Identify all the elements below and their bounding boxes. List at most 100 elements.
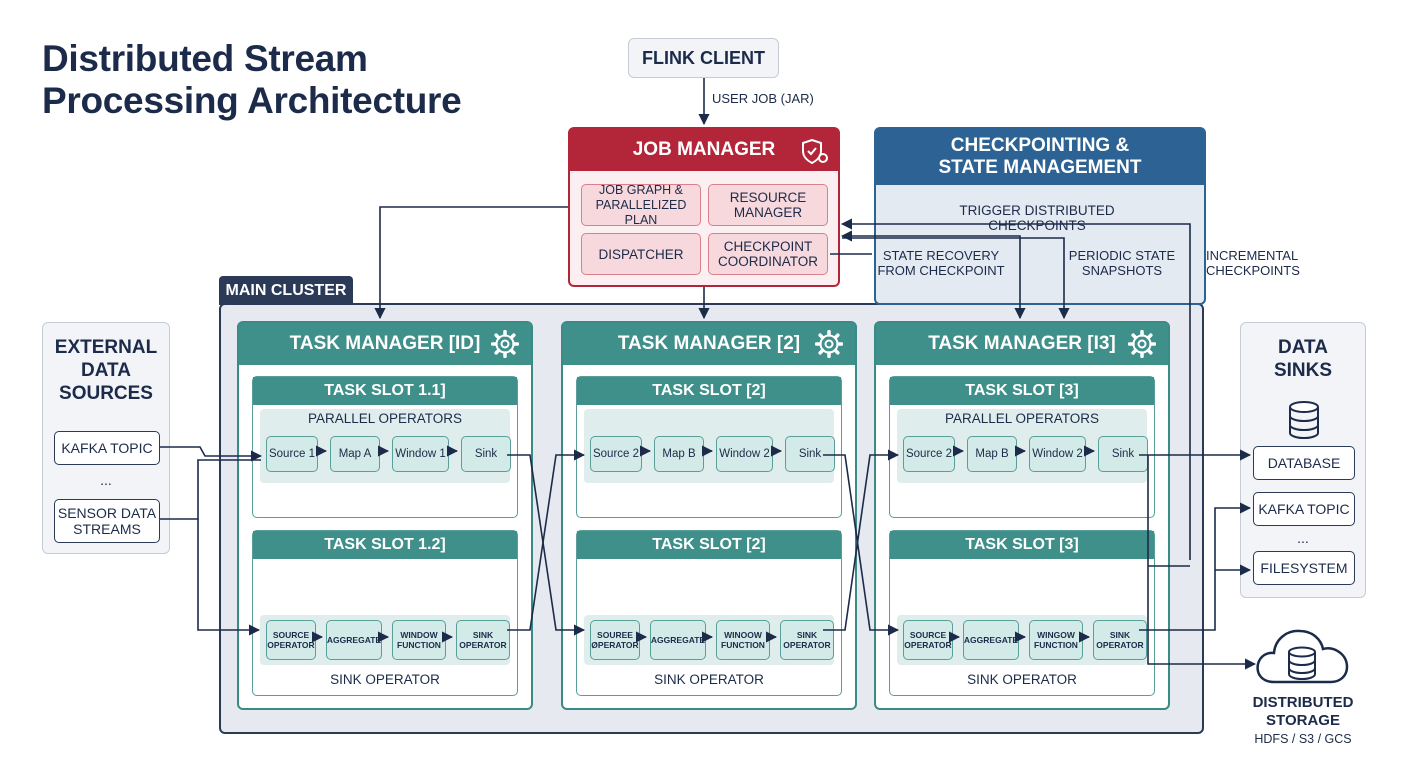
- checkpointing-title-2: STATE MANAGEMENT: [938, 157, 1142, 178]
- title-line-2: Processing Architecture: [42, 80, 462, 121]
- data-sinks-title: DATA SINKS: [1241, 336, 1365, 382]
- operator-node: SOURCE OPERATOR: [266, 620, 316, 660]
- task-slot-header: TASK SLOT [3]: [890, 531, 1154, 559]
- cloud-storage-icon: [1256, 629, 1349, 684]
- checkpointing-title-1: CHECKPOINTING &: [950, 135, 1130, 156]
- source-sensor-streams: SENSOR DATA STREAMS: [54, 499, 160, 543]
- task-slot-title: TASK SLOT [2]: [652, 536, 766, 553]
- storage-line-1: DISTRIBUTED: [1252, 694, 1354, 711]
- sources-title-1: EXTERNAL: [54, 337, 158, 358]
- sink-database: DATABASE: [1253, 446, 1355, 480]
- operator-node: Sink: [1098, 436, 1148, 472]
- operator-node: Window 2: [1029, 436, 1086, 472]
- sink-filesystem: FILESYSTEM: [1253, 551, 1355, 585]
- source-kafka-topic: KAFKA TOPIC: [54, 431, 160, 465]
- operator-node: Sink: [461, 436, 511, 472]
- task-manager-1: TASK MANAGER [ID] TASK SLOT 1.1] PARALLEL …: [237, 321, 533, 710]
- operator-node: SOURCE OPERATOR: [903, 620, 953, 660]
- operator-node: Map B: [967, 436, 1017, 472]
- task-slot-title: TASK SLOT [2]: [652, 382, 766, 399]
- parallel-operators-label: PARALLEL OPERATORS: [944, 411, 1100, 426]
- diagram-title: Distributed Stream Processing Architectu…: [42, 38, 462, 122]
- task-slot: TASK SLOT [2] Source 2 Map B Window 2 Sink: [576, 376, 842, 518]
- task-slot-header: TASK SLOT [3]: [890, 377, 1154, 405]
- task-slot: TASK SLOT 1.1] PARALLEL OPERATORS Source 1…: [252, 376, 518, 518]
- task-slot-header: TASK SLOT [2]: [577, 377, 841, 405]
- periodic-snapshots-line-1: PERIODIC STATE: [1068, 248, 1176, 263]
- job-graph-cell: JOB GRAPH & PARALLELIZED PLAN: [581, 183, 701, 227]
- incremental-line-1: INCREMENTAL: [1206, 248, 1299, 263]
- state-recovery-line-1: STATE RECOVERY: [882, 248, 1000, 263]
- external-sources-panel: EXTERNAL DATA SOURCES KAFKA TOPIC ... SE…: [42, 322, 170, 554]
- task-manager-2: TASK MANAGER [2] TASK SLOT [2] Source 2 Map…: [561, 321, 857, 710]
- task-slot-header: TASK SLOT 1.1]: [253, 377, 517, 405]
- incremental-line-2: CHECKPOINTS: [1206, 263, 1300, 278]
- operator-node: Source 2: [590, 436, 642, 472]
- operator-node: SINK OPERATOR: [456, 620, 510, 660]
- job-manager-header: JOB MANAGER: [570, 129, 838, 171]
- operator-node: Source 2: [903, 436, 955, 472]
- operator-node: WINDOW FUNCTION: [392, 620, 446, 660]
- sink-ellipsis: ...: [1297, 530, 1309, 546]
- job-manager-title: JOB MANAGER: [632, 139, 776, 160]
- source-ellipsis: ...: [100, 472, 112, 488]
- task-manager-header: TASK MANAGER [2]: [563, 323, 855, 365]
- operator-node: SINK OPERATOR: [1093, 620, 1147, 660]
- arrow-jobmanager-to-tm1: [374, 206, 568, 320]
- sinks-title-1: DATA: [1278, 337, 1328, 358]
- operator-node: Source 1: [266, 436, 318, 472]
- operator-node: Map B: [654, 436, 704, 472]
- gear-icon: [1128, 330, 1156, 358]
- periodic-snapshots-label: PERIODIC STATE SNAPSHOTS: [1062, 248, 1182, 278]
- user-job-label: USER JOB (JAR): [712, 91, 814, 106]
- task-manager-header: TASK MANAGER [I3]: [876, 323, 1168, 365]
- operator-node: WINOOW FUNCTION: [716, 620, 770, 660]
- operator-node: AGGREGATE: [963, 620, 1019, 660]
- gear-icon: [815, 330, 843, 358]
- checkpoint-coordinator-cell: CHECKPOINT COORDINATOR: [708, 233, 828, 275]
- sinks-title-2: SINKS: [1273, 360, 1333, 381]
- sink-kafka-topic: KAFKA TOPIC: [1253, 492, 1355, 526]
- parallel-operators-label: PARALLEL OPERATORS: [307, 411, 463, 426]
- gear-icon: [491, 330, 519, 358]
- task-slot-header: TASK SLOT [2]: [577, 531, 841, 559]
- storage-line-3: HDFS / S3 / GCS: [1254, 732, 1352, 746]
- resource-manager-cell: RESOURCE MANAGER: [708, 184, 828, 226]
- task-slot-title: TASK SLOT [3]: [965, 382, 1079, 399]
- operator-node: AGGREGATE: [650, 620, 706, 660]
- trigger-checkpoints-label: TRIGGER DISTRIBUTED CHECKPOINTS: [959, 203, 1115, 233]
- checkpointing-header: CHECKPOINTING & STATE MANAGEMENT: [876, 129, 1204, 185]
- title-line-1: Distributed Stream: [42, 38, 368, 79]
- data-sinks-panel: DATA SINKS DATABASE KAFKA TOPIC ... FILE…: [1240, 322, 1366, 598]
- dispatcher-cell: DISPATCHER: [581, 233, 701, 275]
- operator-node: Window 2: [716, 436, 773, 472]
- flink-client-label: FLINK CLIENT: [642, 47, 765, 68]
- operator-node: AGGREGATE: [326, 620, 382, 660]
- periodic-snapshots-line-2: SNAPSHOTS: [1081, 263, 1163, 278]
- task-manager-title: TASK MANAGER [2]: [617, 333, 801, 354]
- sources-title-2: DATA: [81, 360, 131, 381]
- state-recovery-label: STATE RECOVERY FROM CHECKPOINT: [876, 248, 1006, 278]
- incremental-checkpoints-label: INCREMENTAL CHECKPOINTS: [1206, 248, 1316, 278]
- task-slot-title: TASK SLOT 1.2]: [324, 536, 446, 553]
- sink-operator-label: SINK OPERATOR: [330, 672, 440, 687]
- task-manager-title: TASK MANAGER [I3]: [928, 333, 1116, 354]
- operator-node: Sink: [785, 436, 835, 472]
- sink-operator-label: SINK OPERATOR: [654, 672, 764, 687]
- job-manager: JOB MANAGER JOB GRAPH & PARALLELIZED PLA…: [568, 127, 840, 287]
- storage-line-2: STORAGE: [1266, 712, 1340, 729]
- task-manager-header: TASK MANAGER [ID]: [239, 323, 531, 365]
- state-recovery-line-2: FROM CHECKPOINT: [877, 263, 1005, 278]
- shield-gear-icon: [802, 138, 828, 165]
- task-slot-header: TASK SLOT 1.2]: [253, 531, 517, 559]
- flink-client-box: FLINK CLIENT: [628, 38, 779, 78]
- task-slot-title: TASK SLOT 1.1]: [324, 382, 446, 399]
- operator-node: SOUREE ØPERATOR: [590, 620, 640, 660]
- external-sources-title: EXTERNAL DATA SOURCES: [43, 336, 169, 405]
- operator-node: Window 1: [392, 436, 449, 472]
- operator-node: WINGOW FUNCTION: [1029, 620, 1083, 660]
- task-slot: TASK SLOT [3] PARALLEL OPERATORS Source 2 M…: [889, 376, 1155, 518]
